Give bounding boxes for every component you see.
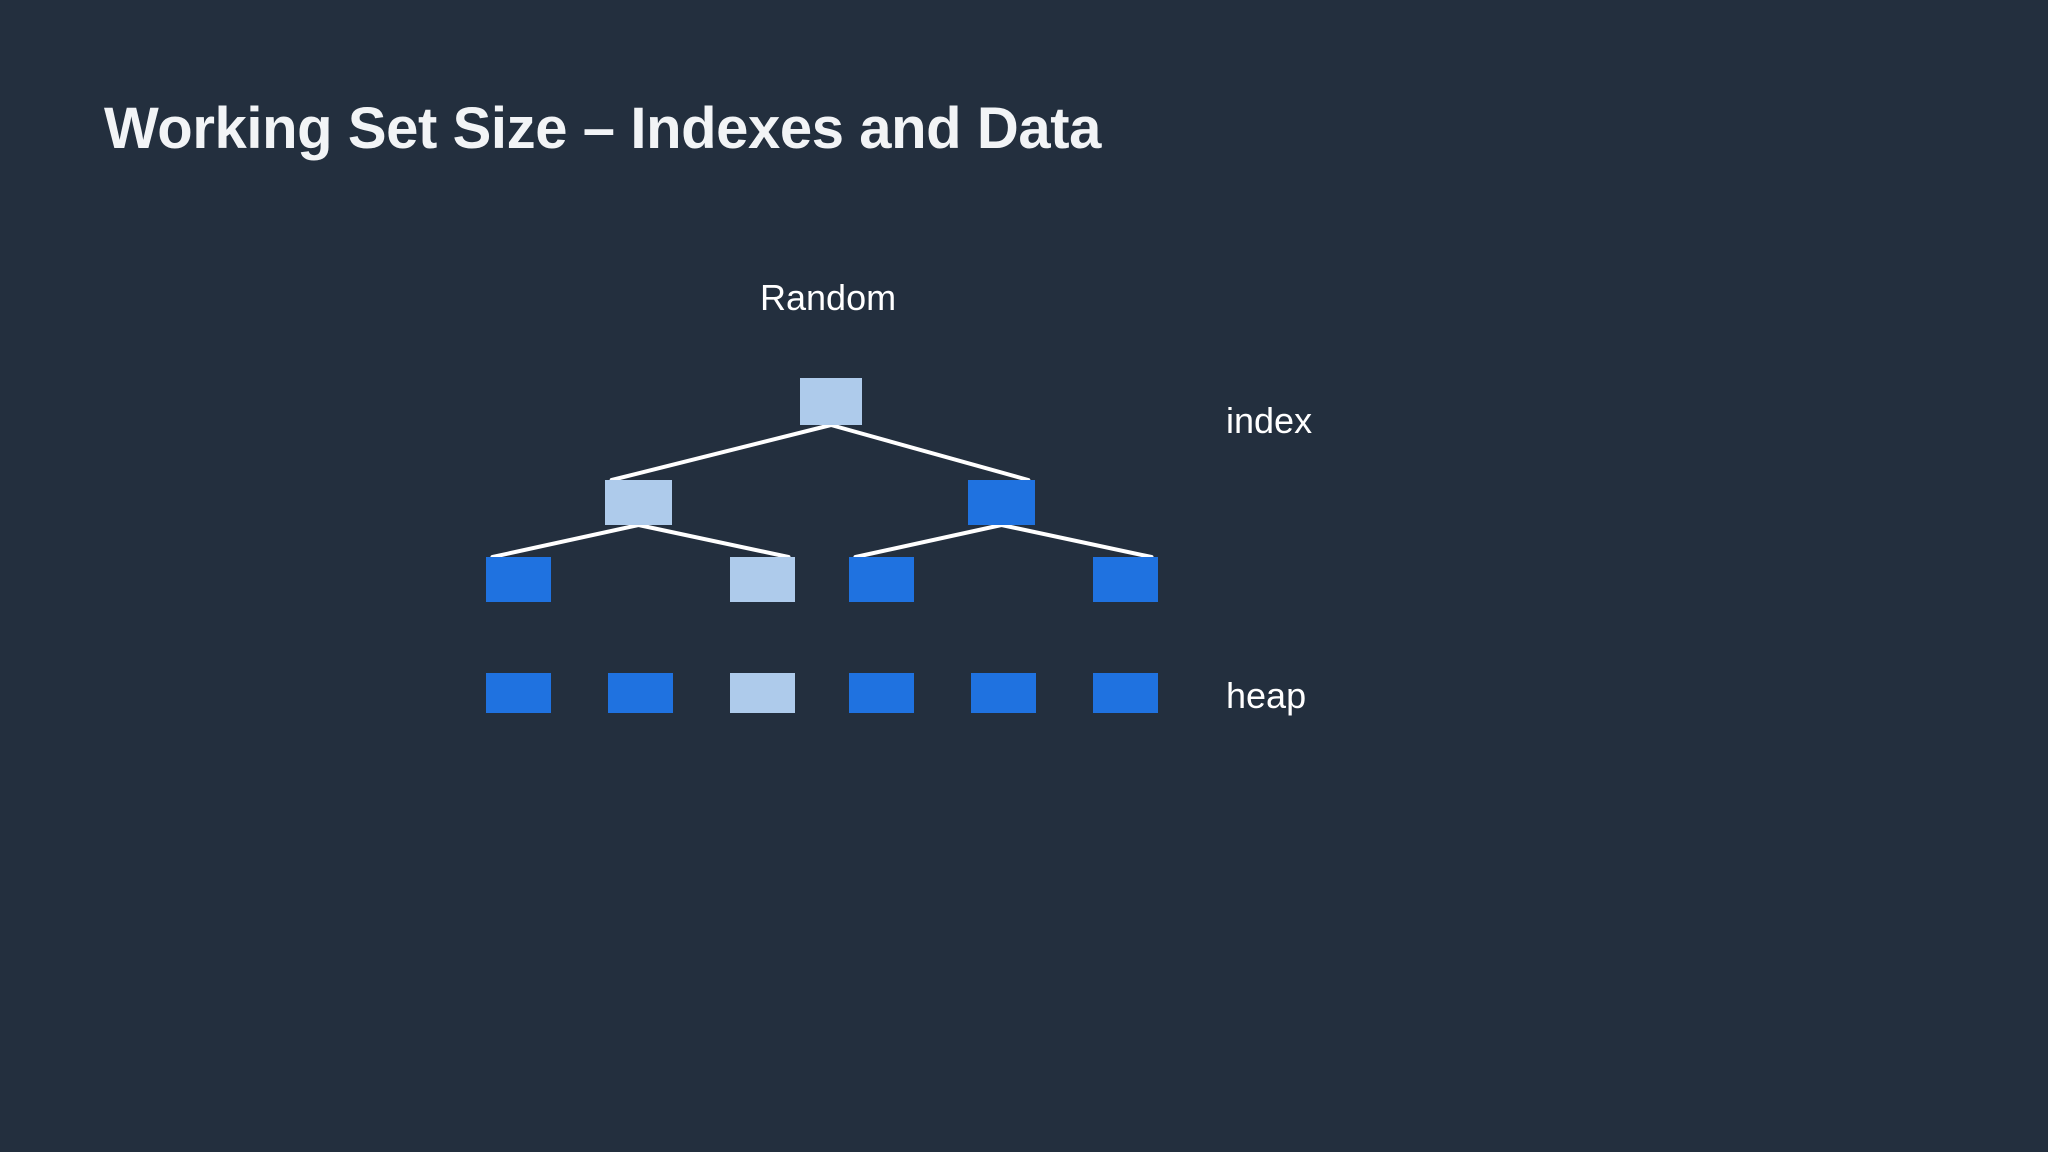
heap-node-h4 — [849, 673, 914, 713]
index-node-n3-1 — [486, 557, 551, 602]
index-node-n3-3 — [849, 557, 914, 602]
tree-edge-n2-1-to-n3-2 — [636, 523, 791, 559]
tree-edge-n2-1-to-n3-1 — [490, 523, 641, 559]
label-index: index — [1226, 400, 1313, 441]
heap-node-h3 — [730, 673, 795, 713]
heap-node-h2 — [608, 673, 673, 713]
tree-edge-root-to-n2-2 — [829, 423, 1031, 482]
index-node-n3-2 — [730, 557, 795, 602]
diagram-caption-random: Random — [760, 277, 897, 318]
page-title: Working Set Size – Indexes and Data — [104, 96, 1102, 161]
heap-node-h5 — [971, 673, 1036, 713]
heap-node-h1 — [486, 673, 551, 713]
index-node-root — [800, 378, 862, 425]
heap-node-h6 — [1093, 673, 1158, 713]
label-heap: heap — [1226, 675, 1307, 716]
tree-edge-n2-2-to-n3-3 — [853, 523, 1004, 559]
tree-edge-n2-2-to-n3-4 — [999, 523, 1154, 559]
index-node-n2-2 — [968, 480, 1035, 525]
index-node-n3-4 — [1093, 557, 1158, 602]
slide-footer: © 2023, Amazon Web Services, Inc. or its… — [0, 1032, 2048, 1152]
tree-edge-root-to-n2-1 — [609, 423, 833, 482]
index-node-n2-1 — [605, 480, 672, 525]
